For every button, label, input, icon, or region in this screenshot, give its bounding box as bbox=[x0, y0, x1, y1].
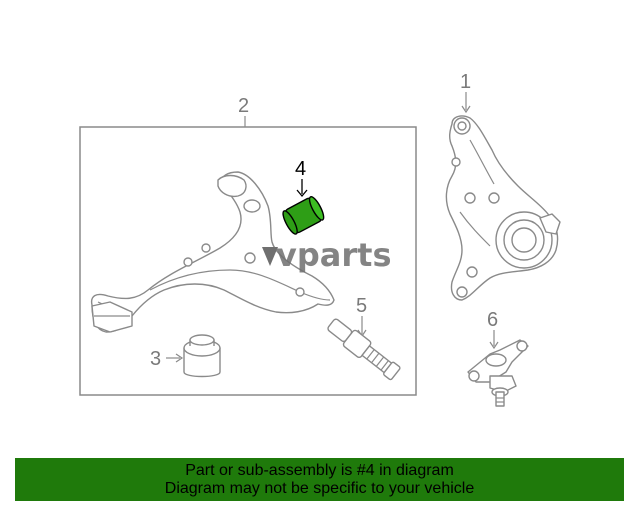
callout-1-label[interactable]: 1 bbox=[460, 71, 471, 93]
callout-6-arrow-icon bbox=[489, 341, 499, 350]
banner-line-2: Diagram may not be specific to your vehi… bbox=[164, 479, 475, 497]
callout-3-label[interactable]: 3 bbox=[150, 348, 161, 370]
steering-knuckle-part-1 bbox=[445, 115, 561, 301]
bolt-part-5 bbox=[327, 318, 401, 381]
callout-5-label[interactable]: 5 bbox=[356, 295, 367, 317]
callout-3-arrow-icon bbox=[175, 353, 184, 363]
info-banner: Part or sub-assembly is #4 in diagram Di… bbox=[15, 458, 624, 501]
ball-joint-part-6 bbox=[467, 339, 529, 407]
callout-2-label[interactable]: 2 bbox=[238, 95, 249, 117]
callout-6-label[interactable]: 6 bbox=[487, 309, 498, 331]
lower-control-arm-drawing bbox=[90, 171, 335, 333]
bushing-part-3 bbox=[183, 334, 221, 378]
banner-line-1: Part or sub-assembly is #4 in diagram bbox=[185, 461, 454, 479]
callout-4-arrow-icon bbox=[296, 189, 308, 198]
bushing-part-4[interactable] bbox=[280, 195, 326, 236]
callout-1-arrow-icon bbox=[461, 105, 471, 114]
watermark-text: vparts bbox=[276, 236, 391, 274]
callout-4-label[interactable]: 4 bbox=[295, 158, 306, 180]
vparts-logo-icon bbox=[262, 247, 278, 266]
vparts-watermark: vparts bbox=[262, 236, 391, 274]
